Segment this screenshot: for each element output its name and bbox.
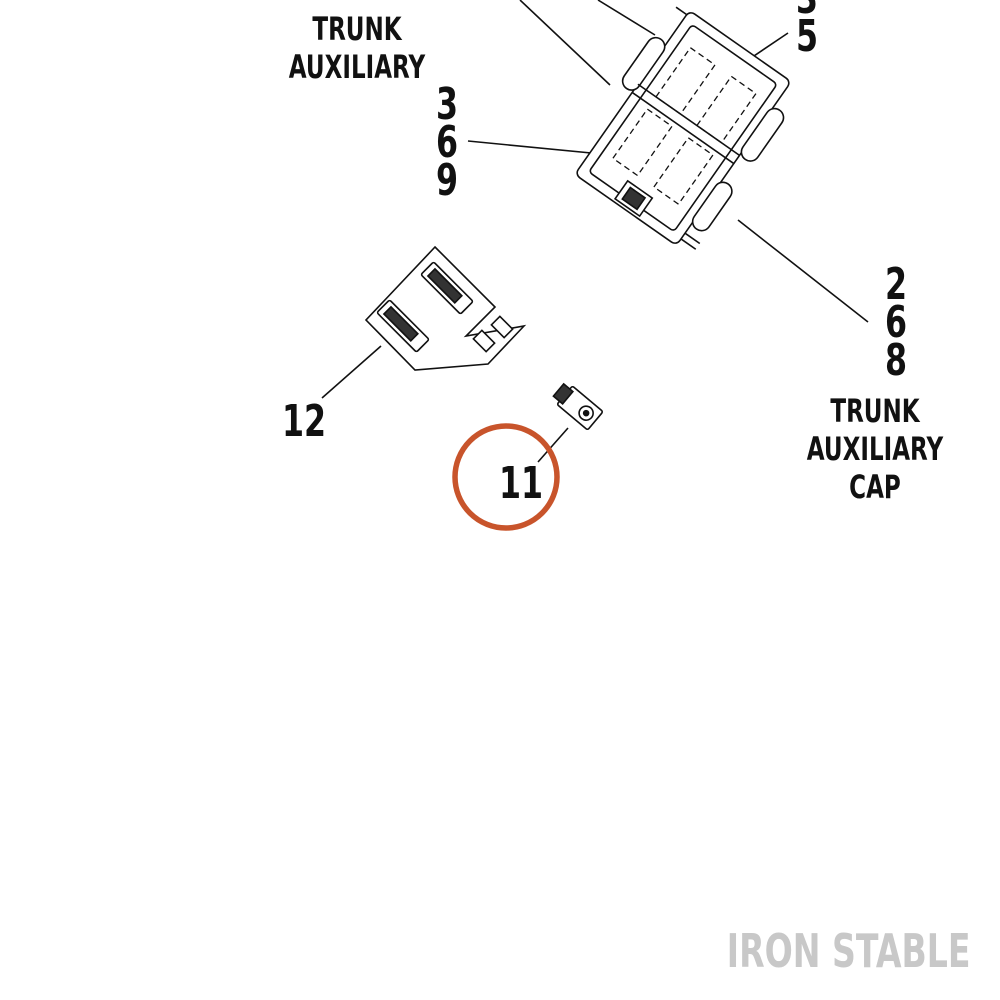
part-12-bracket: [364, 245, 527, 371]
callout-12: 12: [282, 396, 327, 447]
label-trunk-auxiliary-cap: TRUNK AUXILIARY CAP: [807, 392, 944, 506]
callout-digit: 6: [436, 117, 459, 168]
callout-369: 3 6 9: [436, 79, 459, 206]
part-11-terminal: [552, 382, 604, 431]
leader-268: [737, 219, 869, 323]
label-text: AUXILIARY: [288, 48, 426, 86]
label-text: AUXILIARY: [806, 430, 944, 468]
callout-11: 11: [499, 458, 544, 509]
label-text: TRUNK: [312, 10, 402, 48]
callout-digit: 2: [885, 259, 908, 310]
callout-digit: 8: [885, 335, 908, 386]
leader-12: [321, 345, 382, 399]
leader-top-1: [519, 0, 611, 86]
callout-digit: 3: [436, 79, 459, 130]
callout-268: 2 6 8: [885, 259, 908, 386]
label-trunk-auxiliary-top: TRUNK AUXILIARY: [289, 10, 426, 86]
trunk-auxiliary-connector: [576, 6, 790, 250]
watermark: IRON STABLE: [726, 924, 970, 978]
leader-11: [537, 427, 569, 463]
highlight-circle-11: [452, 423, 560, 531]
callout-35: 3 5: [796, 0, 819, 62]
callout-digit: 6: [885, 297, 908, 348]
leader-top-2: [597, 0, 656, 36]
callout-digit: 9: [436, 155, 459, 206]
callout-digit: 5: [796, 11, 819, 62]
label-text: TRUNK: [830, 392, 920, 430]
label-text: CAP: [849, 468, 901, 506]
callout-digit: 3: [796, 0, 818, 21]
